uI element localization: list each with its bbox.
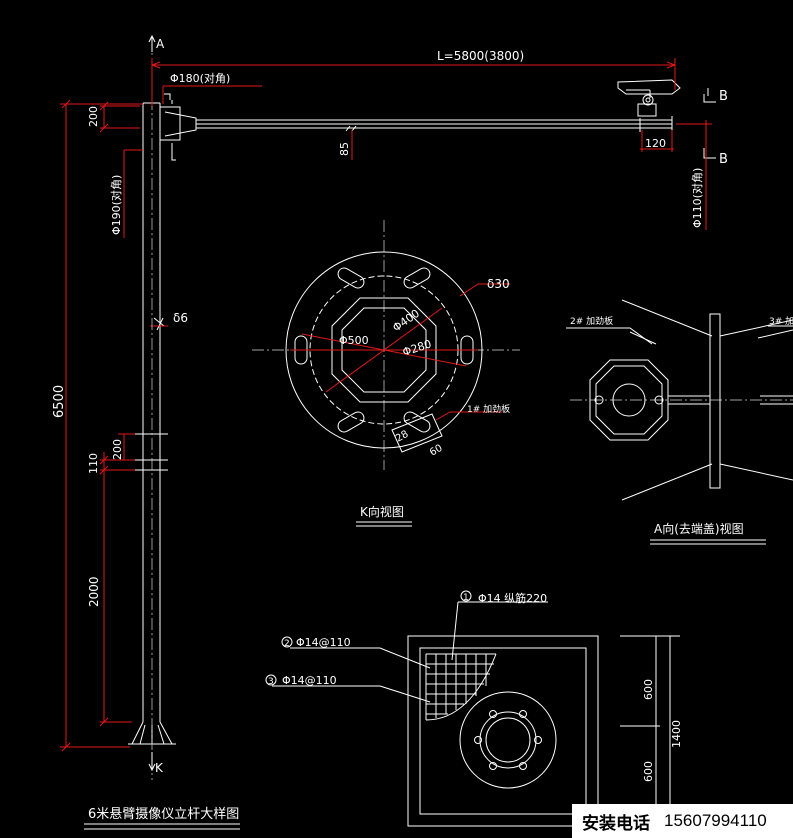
dim-200-mid-label: 200 xyxy=(111,439,124,460)
foundation-dim600b: 600 xyxy=(642,761,655,782)
mark2-label: 2 xyxy=(284,639,290,649)
flange-dim60-label: 60 xyxy=(428,443,445,459)
contact-phone: 15607994110 xyxy=(664,811,767,830)
thickness-label: δ6 xyxy=(173,311,188,325)
arm-length-label: L=5800(3800) xyxy=(437,49,524,63)
arm-dia-label: Φ180(对角) xyxy=(170,71,230,85)
pole-elevation: A K xyxy=(128,34,197,780)
dim-200-top-label: 200 xyxy=(87,106,100,127)
section-k-label: K xyxy=(155,761,164,775)
drawing-title: 6米悬臂摄像仪立杆大样图 xyxy=(88,807,239,822)
flange-d280-label: Φ280 xyxy=(401,337,433,359)
mark3-label: 3 xyxy=(268,677,274,687)
end-view-a: 2# 加劲板 3# 加 A向(去端盖)视图 xyxy=(566,299,793,545)
section-b-bottom: B xyxy=(719,152,728,167)
dim-110-label: 110 xyxy=(87,453,100,474)
stiffener2-label: 2# 加劲板 xyxy=(570,315,613,327)
pole-dia-label: Φ190(对角) xyxy=(109,175,123,235)
stiffener1-label: 1# 加劲板 xyxy=(467,403,510,415)
end-view-title: A向(去端盖)视图 xyxy=(654,521,744,536)
section-a-label: A xyxy=(156,37,165,51)
section-b-top: B xyxy=(719,89,728,104)
contact-label: 安装电话 xyxy=(582,813,650,834)
rebar2-label: Φ14@110 xyxy=(296,636,351,649)
foundation-dim1400: 1400 xyxy=(670,720,683,748)
stiffener3-label: 3# 加 xyxy=(769,316,793,327)
flange-d400-label: Φ400 xyxy=(390,307,422,335)
flange-view-title: K向视图 xyxy=(360,504,404,519)
arm-end-dia-label: Φ110(对角) xyxy=(690,168,704,228)
flange-thickness-label: δ30 xyxy=(487,277,510,291)
dim-120-label: 120 xyxy=(645,137,666,150)
foundation-dim600a: 600 xyxy=(642,679,655,700)
contact-phone-box: 安装电话 15607994110 xyxy=(572,804,793,838)
rebar3-label: Φ14@110 xyxy=(282,674,337,687)
elevation-dimensions: L=5800(3800) Φ180(对角) 200 85 120 Φ110(对角… xyxy=(52,49,712,752)
dim-85-label: 85 xyxy=(338,142,351,156)
dim-6500-label: 6500 xyxy=(52,385,67,418)
flange-dim28-label: 28 xyxy=(394,429,411,445)
flange-d500-label: Φ500 xyxy=(339,334,369,347)
mark1-label: 1 xyxy=(463,593,469,603)
foundation-plan: 1 2 3 Φ14 纵筋220 Φ14@110 Φ14@110 600 600 … xyxy=(265,590,683,827)
rebar1-label: Φ14 纵筋220 xyxy=(478,591,547,605)
flange-k-view: δ30 Φ400 Φ500 Φ280 1# 加劲板 28 60 K向视图 xyxy=(252,220,520,527)
cantilever-arm: B B xyxy=(195,79,728,167)
dim-2000-label: 2000 xyxy=(87,576,101,607)
